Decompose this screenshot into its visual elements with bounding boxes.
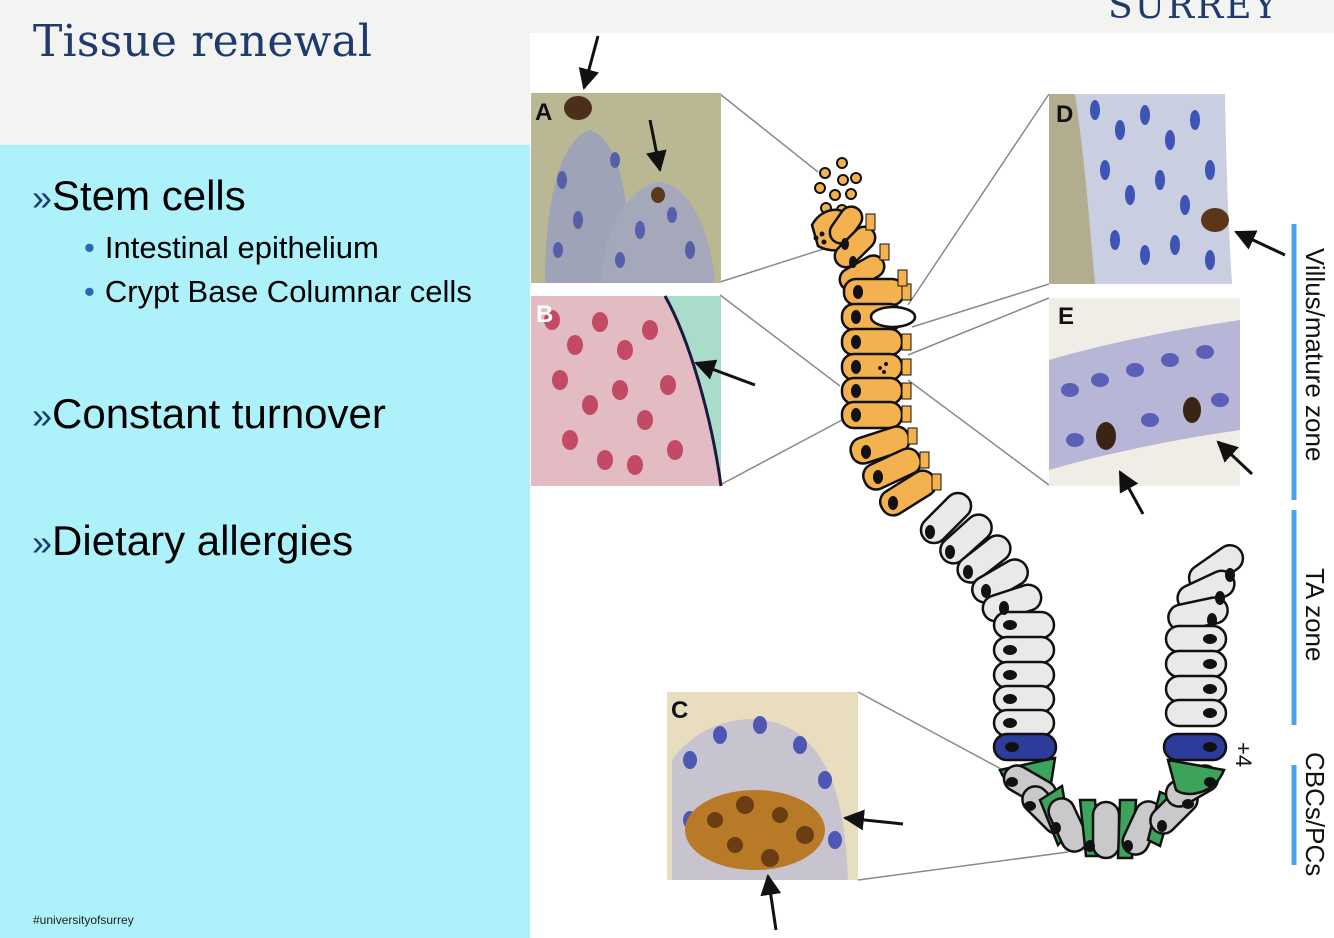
zone-label-ta: TA zone <box>1300 568 1330 662</box>
micrograph-d <box>1049 94 1240 284</box>
micrograph-c <box>667 692 858 880</box>
panel-label-c: C <box>671 697 688 724</box>
bullet-dietary-allergies: »Dietary allergies <box>32 517 354 564</box>
page-title: Tissue renewal <box>33 16 373 67</box>
content-panel <box>0 145 530 938</box>
bullet-constant-turnover: »Constant turnover <box>32 390 386 437</box>
crypt-base-nuclei <box>1006 777 1216 852</box>
plus4-label: +4 <box>1231 742 1256 767</box>
sub-bullet-intestinal-epithelium: •Intestinal epithelium <box>84 230 379 265</box>
ta-cell-nuclei <box>925 525 1235 728</box>
panel-label-a: A <box>535 99 552 126</box>
university-logo: SURREY <box>1108 0 1280 27</box>
plus4-nuclei <box>1005 742 1217 752</box>
plus4-stem-cells <box>992 732 1228 762</box>
connector-lines <box>719 93 1069 881</box>
hashtag-footer: #universityofsurrey <box>33 913 134 927</box>
micrograph-b <box>531 295 723 487</box>
ta-zone-cells <box>919 491 1245 738</box>
mature-cell-nuclei <box>813 231 898 510</box>
pointer-arrows <box>578 35 1286 931</box>
panel-label-b: B <box>536 301 553 328</box>
bullet-stem-cells: »Stem cells <box>32 172 246 219</box>
panel-label-e: E <box>1058 303 1074 330</box>
brush-borders <box>865 213 942 491</box>
sub-bullet-crypt-base-columnar: •Crypt Base Columnar cells <box>84 274 472 309</box>
zone-label-cbcs-pcs: CBCs/PCs <box>1300 752 1330 877</box>
panel-label-d: D <box>1056 101 1073 128</box>
micrograph-e <box>1049 298 1240 486</box>
micrograph-a <box>531 93 721 283</box>
zone-label-villus: Villus/mature zone <box>1300 248 1330 462</box>
